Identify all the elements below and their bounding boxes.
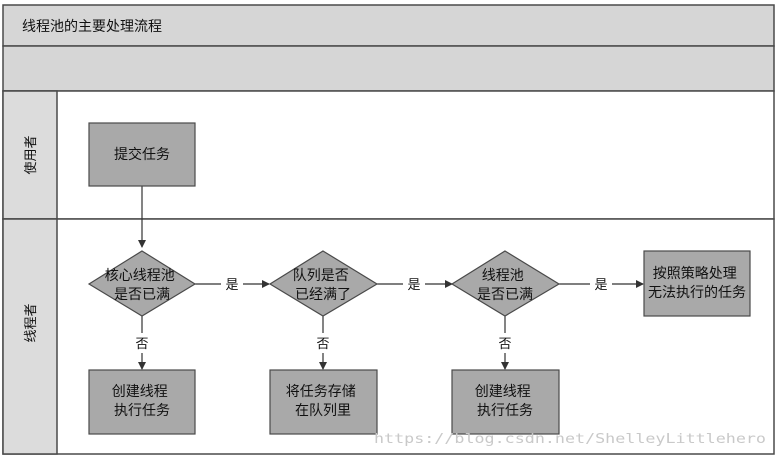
- lane-pool-label: 线程者: [24, 303, 39, 342]
- node-policy-text: 按照策略处理 无法执行的任务: [648, 265, 746, 301]
- edge-pool-create-label: 否: [498, 337, 511, 352]
- decision-pool-full: [450, 250, 561, 317]
- node-create-thread-1: [88, 369, 196, 435]
- node-create-thread-2-text: 创建线程 执行任务: [475, 384, 535, 419]
- decision-queue-full-text: 队列是否 已经满了: [293, 268, 353, 303]
- node-create-thread-1-text: 创建线程 执行任务: [112, 384, 172, 419]
- edge-pool-policy-label: 是: [594, 278, 607, 293]
- node-store-queue-text: 将任务存储 在队列里: [286, 384, 360, 419]
- node-submit-text: 提交任务: [114, 146, 170, 163]
- lane-user-header: [2, 90, 58, 220]
- edge-core-create-label: 否: [135, 337, 148, 352]
- decision-core-full: [87, 250, 197, 317]
- node-submit: [88, 122, 196, 187]
- node-policy: [643, 250, 751, 317]
- watermark-text: https://blog.csdn.net/ShelleyLittlehero: [374, 432, 766, 447]
- header-band: [2, 45, 775, 92]
- diagram-title: 线程池的主要处理流程: [22, 19, 162, 35]
- decision-pool-full-text: 线程池 是否已满: [477, 268, 533, 303]
- edge-queue-store-label: 否: [316, 337, 329, 352]
- node-create-thread-2: [451, 369, 560, 435]
- title-bar: [2, 4, 775, 47]
- edge-core-queue-label: 是: [225, 278, 238, 293]
- node-store-queue: [269, 369, 378, 435]
- edge-queue-pool-label: 是: [407, 278, 420, 293]
- decision-core-full-text: 核心线程池 是否已满: [105, 268, 179, 303]
- decision-queue-full: [268, 250, 379, 317]
- lane-pool-header: [2, 218, 58, 455]
- lane-user-label: 使用者: [23, 135, 39, 174]
